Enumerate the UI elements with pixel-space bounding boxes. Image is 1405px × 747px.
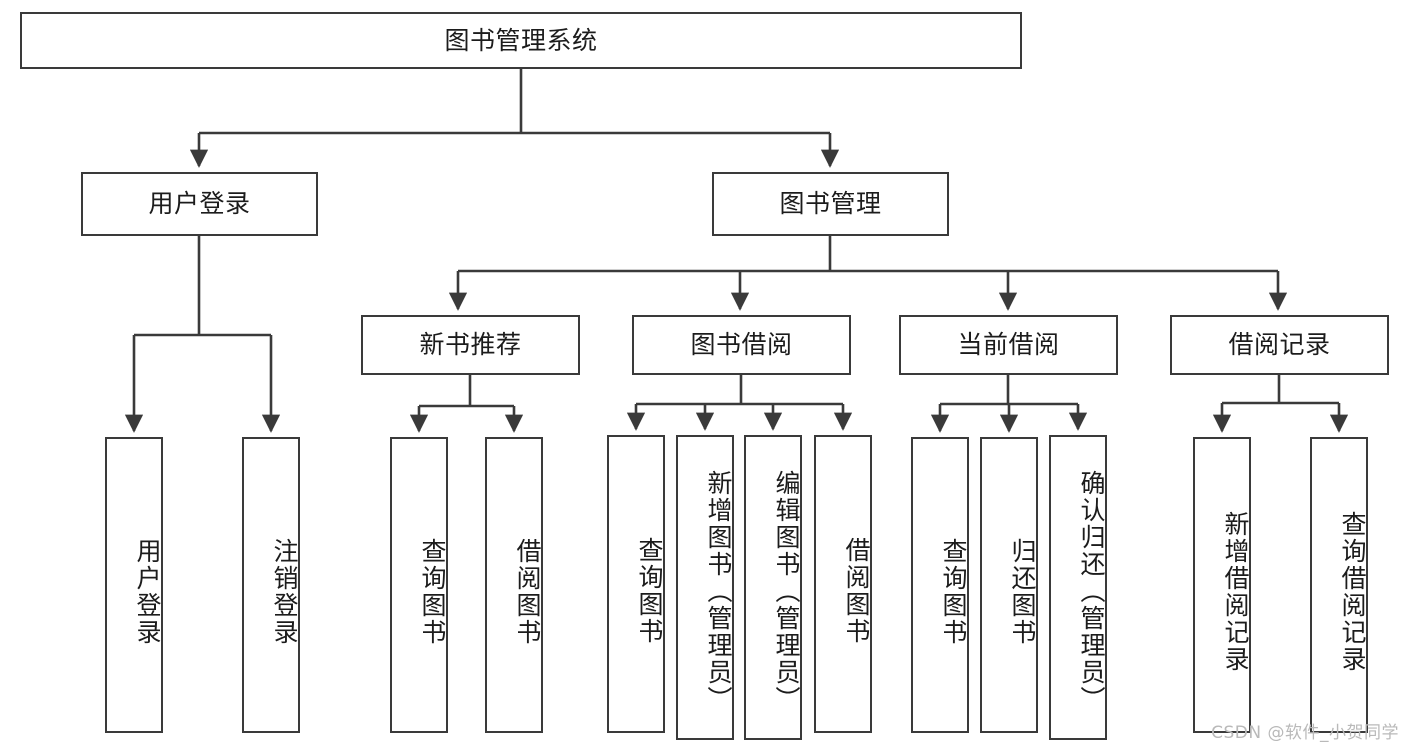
leaf-borrow-book-borrow[interactable]: 借阅图书: [814, 435, 872, 733]
leaf-user-login[interactable]: 用户登录: [105, 437, 163, 733]
leaf-add-borrow-record[interactable]: 新增借阅记录: [1193, 437, 1251, 733]
leaf-edit-book-admin[interactable]: 编辑图书（管理员）: [744, 435, 802, 740]
leaf-query-book-borrow[interactable]: 查询图书: [607, 435, 665, 733]
leaf-query-book-newbook[interactable]: 查询图书: [390, 437, 448, 733]
leaf-query-book-current[interactable]: 查询图书: [911, 437, 969, 733]
csdn-watermark: CSDN @软件_小贺同学: [1211, 723, 1399, 743]
leaf-query-borrow-record[interactable]: 查询借阅记录: [1310, 437, 1368, 733]
node-user-login[interactable]: 用户登录: [81, 172, 318, 236]
node-book-management[interactable]: 图书管理: [712, 172, 949, 236]
leaf-add-book-admin[interactable]: 新增图书（管理员）: [676, 435, 734, 740]
node-current-borrow[interactable]: 当前借阅: [899, 315, 1118, 375]
leaf-borrow-book-newbook[interactable]: 借阅图书: [485, 437, 543, 733]
node-book-borrow[interactable]: 图书借阅: [632, 315, 851, 375]
leaf-confirm-return-admin[interactable]: 确认归还（管理员）: [1049, 435, 1107, 740]
leaf-logout-login[interactable]: 注销登录: [242, 437, 300, 733]
node-book-management-system[interactable]: 图书管理系统: [20, 12, 1022, 69]
node-new-book-recommend[interactable]: 新书推荐: [361, 315, 580, 375]
leaf-return-book[interactable]: 归还图书: [980, 437, 1038, 733]
node-borrow-record[interactable]: 借阅记录: [1170, 315, 1389, 375]
